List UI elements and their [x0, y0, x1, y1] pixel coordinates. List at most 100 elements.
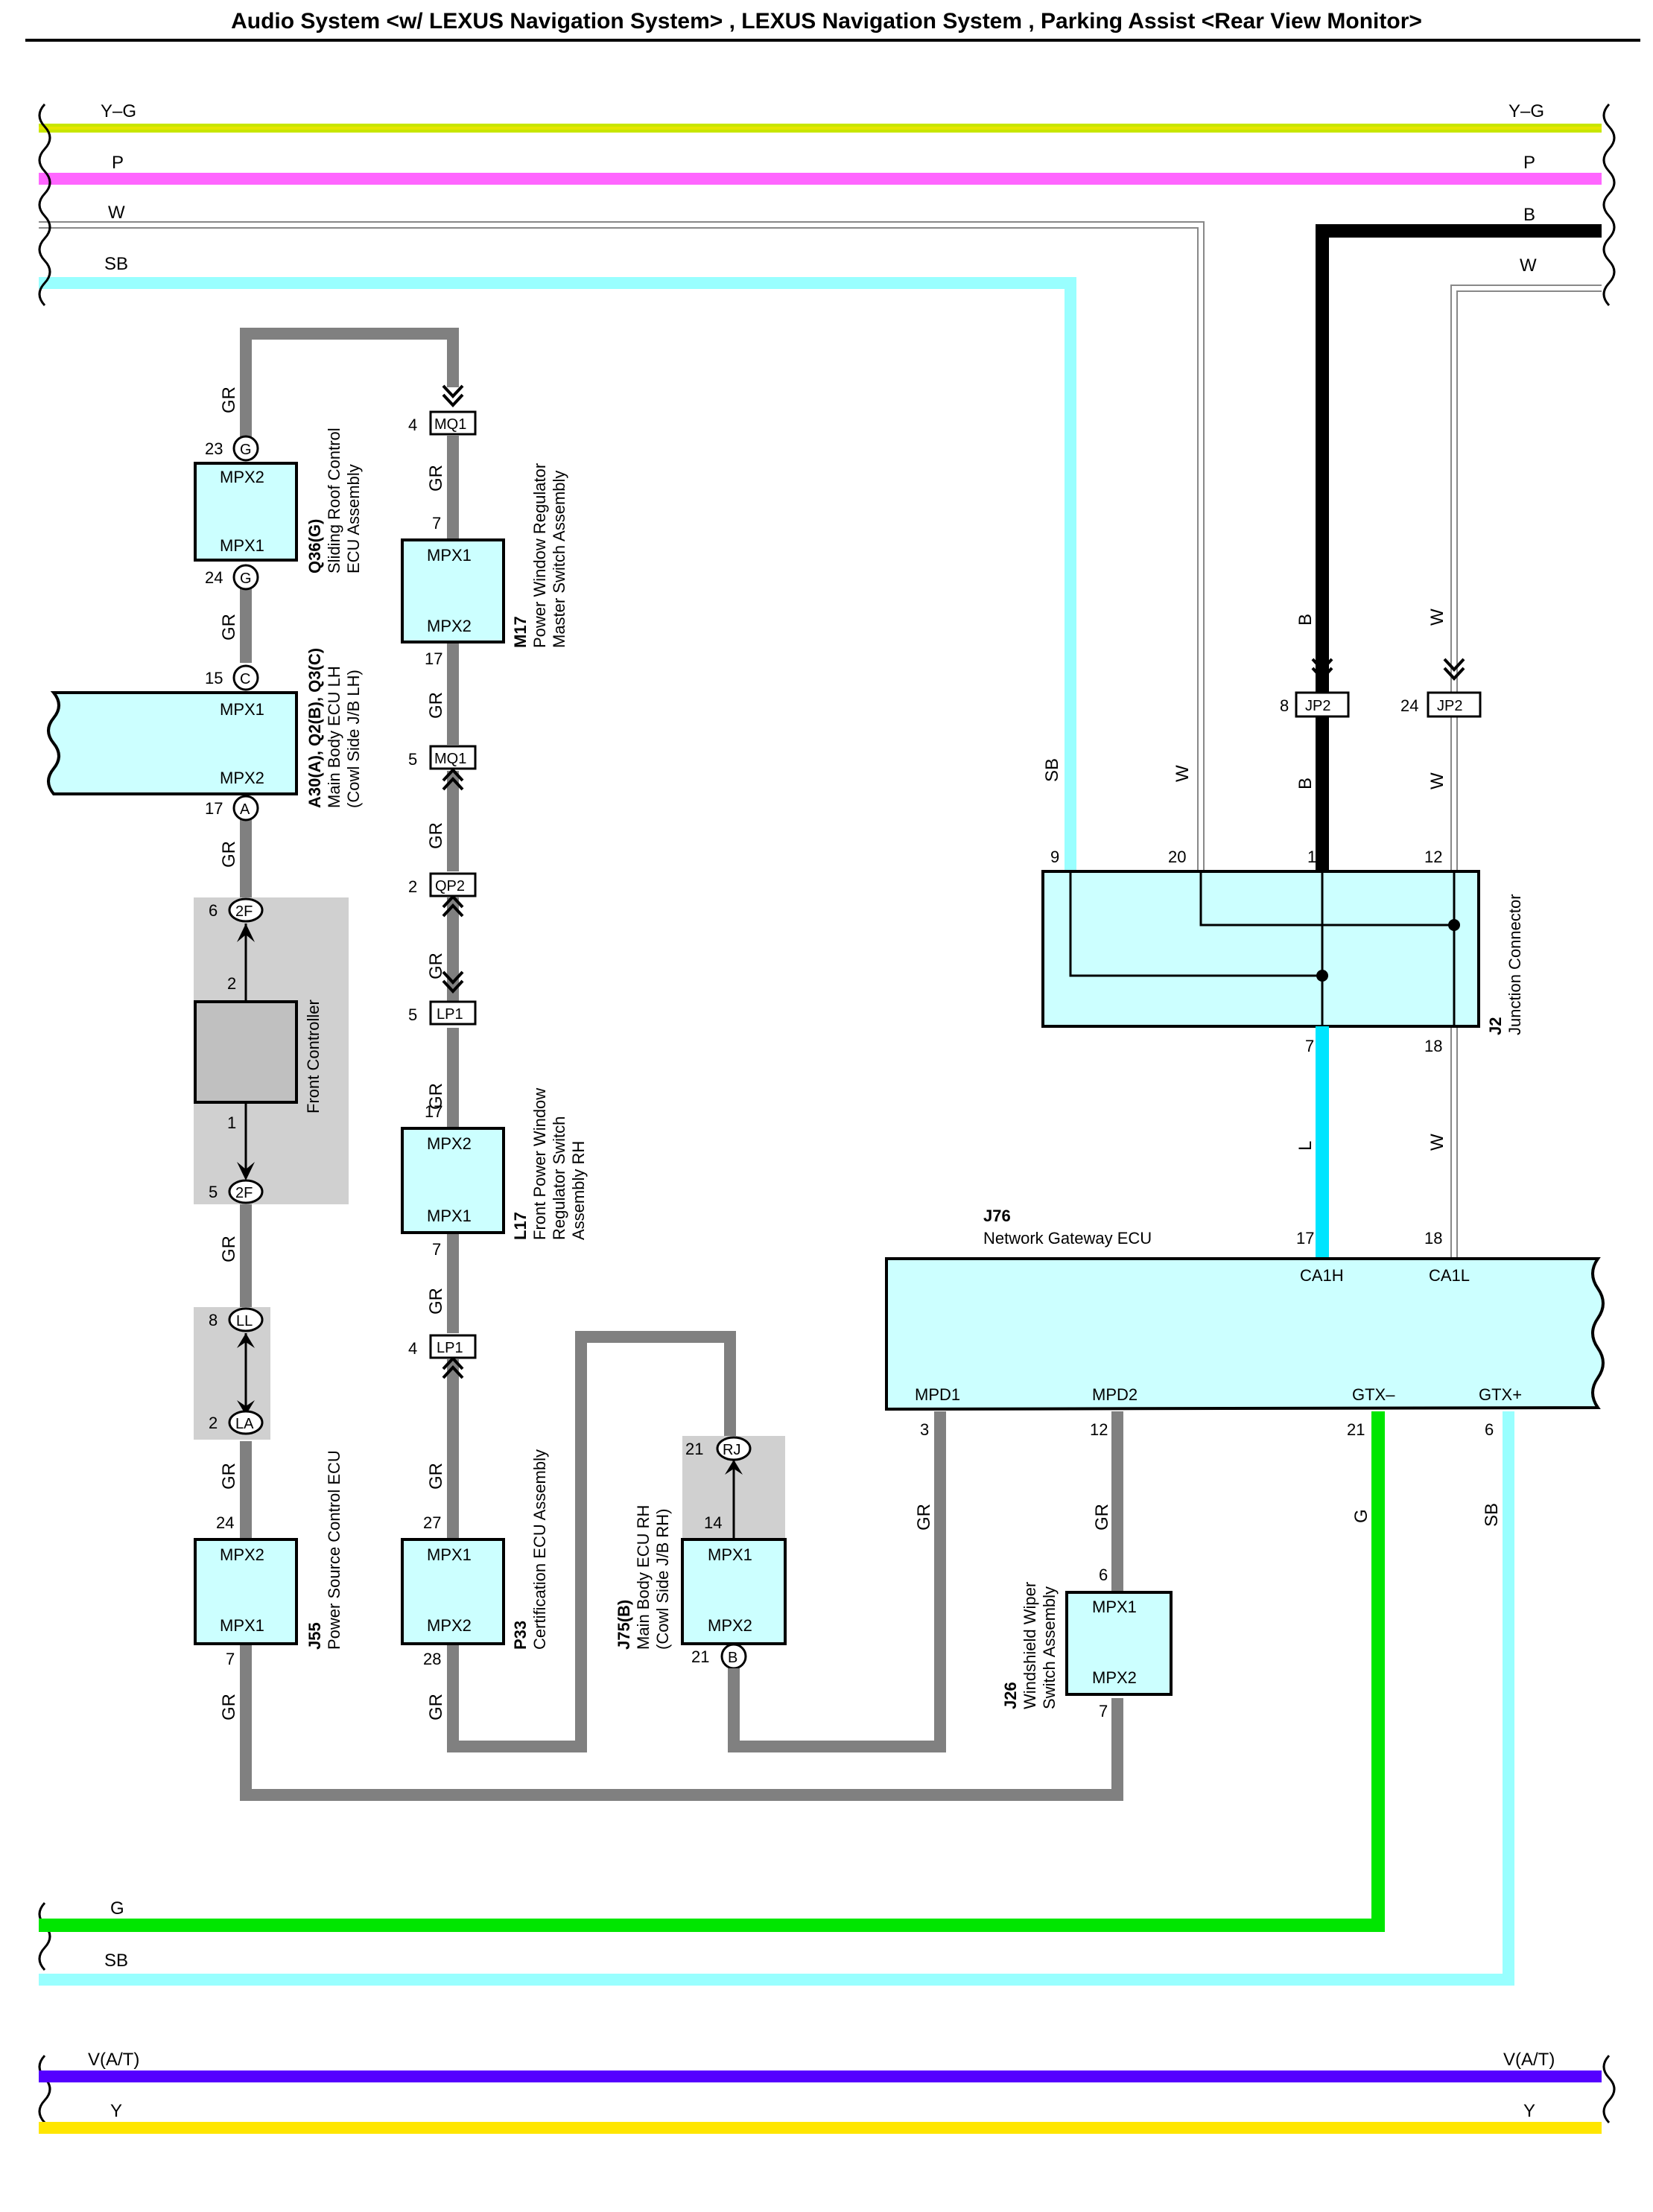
j76-gtx-plus: GTX+ [1479, 1385, 1522, 1404]
j26-windshield-wiper-switch: MPX1 MPX2 6 7 J26 Windshield Wiper Switc… [1001, 1566, 1173, 1720]
a30-pin-top: 15 [205, 669, 223, 687]
gr-j75-mpd1-wire [728, 1411, 1123, 1752]
p33-bottom-label: MPX2 [427, 1616, 472, 1635]
wire-label-gr-4: GR [219, 1236, 239, 1262]
chevrons-middle [442, 384, 1465, 1379]
wire-label-gr-10: GR [426, 953, 446, 979]
jp2-b-label: JP2 [1437, 698, 1462, 714]
j26-name1: Windshield Wiper [1021, 1582, 1039, 1709]
lp1-a-label: LP1 [437, 1006, 463, 1023]
q36-sliding-roof-ecu: MPX2 MPX1 G G 23 24 Q36(G) Sliding Roof … [194, 428, 363, 591]
gr-middle-column-wire [447, 436, 736, 1752]
front-jc-bottom: 2F [235, 1185, 253, 1201]
j76-pin-ca1l: 18 [1424, 1229, 1442, 1248]
j76-gtx-minus: GTX– [1352, 1385, 1395, 1404]
front-jc-top: 2F [235, 903, 253, 920]
wire-label-w-3: W [1427, 772, 1447, 789]
j26-top-label: MPX1 [1092, 1598, 1137, 1616]
bus-yg-label-left: Y–G [101, 101, 136, 121]
q36-top-label: MPX2 [220, 468, 264, 486]
wire-label-w-1: W [1173, 765, 1193, 782]
mq1-b-pin: 5 [408, 750, 417, 769]
wire-label-gr-3: GR [219, 841, 239, 868]
bus-sb-wire: SB [39, 254, 1076, 871]
j76-pin-mpd2: 12 [1090, 1420, 1108, 1439]
break-marks [38, 103, 1616, 2124]
jp2-b-pin: 24 [1400, 696, 1418, 715]
qp2-label: QP2 [435, 878, 465, 894]
m17-name2: Master Switch Assembly [550, 471, 568, 648]
connector-qp2: QP2 2 [408, 872, 477, 897]
j26-name2: Switch Assembly [1040, 1586, 1059, 1709]
wire-label-gr-6: GR [219, 1694, 239, 1720]
j2-pin-18: 18 [1424, 1037, 1442, 1055]
l17-front-power-window-rh: MPX2 MPX1 17 7 L17 Front Power Window Re… [401, 1088, 588, 1259]
ll-la-connector: LL LA 8 2 [194, 1307, 270, 1440]
bus-y-label-right: Y [1523, 2101, 1535, 2121]
mq1-a-pin: 4 [408, 416, 417, 434]
m17-top-label: MPX1 [427, 546, 472, 565]
j55-pin-bottom: 7 [226, 1650, 235, 1668]
bus-p-wire: P P [39, 153, 1602, 185]
j55-top-label: MPX2 [220, 1545, 264, 1564]
j76-pin-mpd1: 3 [920, 1420, 929, 1439]
a30-conn-bottom: A [240, 801, 250, 818]
title-rule [25, 39, 1640, 42]
bus-w2-label-right: W [1520, 255, 1537, 276]
la-label: LA [235, 1416, 254, 1432]
p33-top-label: MPX1 [427, 1545, 472, 1564]
j2-pin-7: 7 [1305, 1037, 1314, 1055]
a30-top-label: MPX1 [220, 700, 264, 719]
j26-bottom-label: MPX2 [1092, 1668, 1137, 1687]
j55-bottom-label: MPX1 [220, 1616, 264, 1635]
p33-code: P33 [511, 1621, 530, 1650]
connector-mq1-a: MQ1 4 [408, 410, 477, 436]
m17-power-window-master: MPX1 MPX2 7 17 M17 Power Window Regulato… [401, 463, 568, 668]
lp1-a-pin: 5 [408, 1005, 417, 1024]
j55-power-source-ecu: MPX2 MPX1 24 7 J55 Power Source Control … [194, 1450, 343, 1668]
front-pin-in: 2 [227, 974, 236, 993]
connector-mq1-b: MQ1 5 [408, 745, 477, 770]
bus-w-wire: W [39, 203, 1205, 871]
wire-label-w-4: W [1427, 1134, 1447, 1151]
j75-bottom-label: MPX2 [708, 1616, 752, 1635]
j76-code: J76 [983, 1207, 1011, 1225]
q36-name1: Sliding Roof Control [325, 428, 343, 573]
q36-name2: ECU Assembly [344, 464, 363, 573]
j55-code: J55 [305, 1622, 324, 1650]
j55-pin-top: 24 [216, 1513, 234, 1532]
lp1-b-pin: 4 [408, 1339, 417, 1358]
j76-mpd1: MPD1 [915, 1385, 960, 1404]
wire-label-gr-11: GR [426, 1083, 446, 1110]
q36-pin-bottom: 24 [205, 568, 223, 587]
j75-jc-pin: 21 [685, 1440, 703, 1458]
bus-g-label: G [110, 1898, 124, 1919]
l17-name3: Assembly RH [569, 1141, 588, 1240]
bus-sb-label-left: SB [104, 254, 128, 274]
l17-name2: Regulator Switch [550, 1116, 568, 1240]
p33-pin-bottom: 28 [423, 1650, 441, 1668]
m17-pin-bottom: 17 [425, 649, 442, 668]
m17-code: M17 [511, 616, 530, 648]
connector-lp1-b: LP1 4 [408, 1334, 477, 1359]
j75-pin-top: 14 [704, 1513, 722, 1532]
bus-yg-wire: Y–G Y–G [39, 101, 1602, 133]
l17-top-label: MPX2 [427, 1134, 472, 1153]
j75-name1: Main Body ECU RH [634, 1505, 653, 1650]
p33-pin-top: 27 [423, 1513, 441, 1532]
j55-name: Power Source Control ECU [325, 1450, 343, 1650]
j75-code: J75(B) [615, 1600, 633, 1650]
wire-label-gr-9: GR [426, 822, 446, 849]
front-jc-bottom-pin: 5 [209, 1183, 218, 1201]
jp2-a-label: JP2 [1305, 698, 1330, 714]
j75-name2: (Cowl Side J/B RH) [653, 1509, 672, 1650]
a30-code: A30(A), Q2(B), Q3(C) [305, 648, 324, 808]
connector-jp2-a: JP2 8 [1280, 691, 1350, 718]
j76-ca1l: CA1L [1429, 1266, 1470, 1285]
j76-pin-gtx-minus: 21 [1347, 1420, 1365, 1439]
wire-label-g: G [1351, 1509, 1371, 1523]
wire-label-b-2: B [1295, 778, 1316, 789]
lp1-b-label: LP1 [437, 1340, 463, 1356]
l17-code: L17 [511, 1212, 530, 1240]
